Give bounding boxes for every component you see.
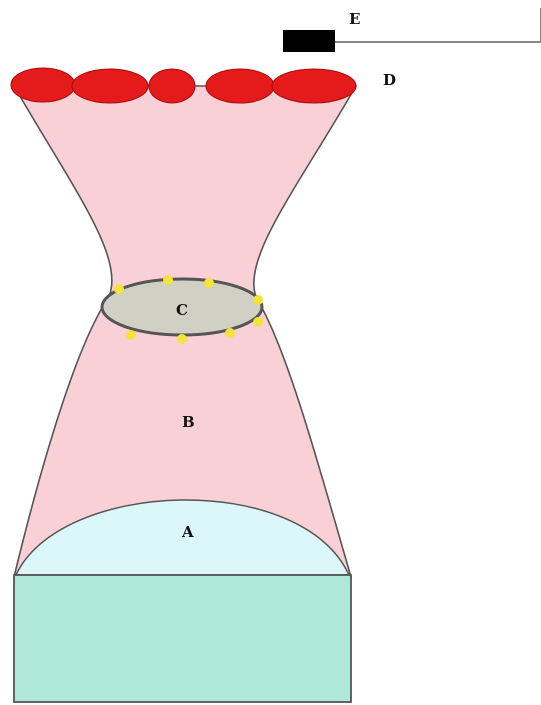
red-cell — [11, 68, 75, 102]
ring-dot — [253, 295, 263, 305]
base-block — [14, 575, 351, 702]
red-cell — [272, 69, 356, 103]
ring-dot — [177, 334, 187, 344]
label-e: E — [349, 10, 360, 28]
red-cell — [206, 69, 274, 103]
label-a: A — [181, 523, 194, 541]
ring-dot — [225, 328, 235, 338]
black-bar-icon — [283, 30, 335, 52]
ring-dot — [114, 284, 124, 294]
top-cells — [11, 68, 356, 103]
e-line — [335, 8, 541, 42]
ring-dot — [253, 317, 263, 327]
ring-dot — [163, 275, 173, 285]
red-cell — [149, 69, 195, 103]
label-c: C — [176, 301, 188, 319]
ring-dot — [126, 330, 136, 340]
red-cell — [72, 69, 148, 103]
ring-dot — [204, 278, 214, 288]
label-b: B — [182, 413, 195, 431]
label-d: D — [383, 71, 396, 89]
